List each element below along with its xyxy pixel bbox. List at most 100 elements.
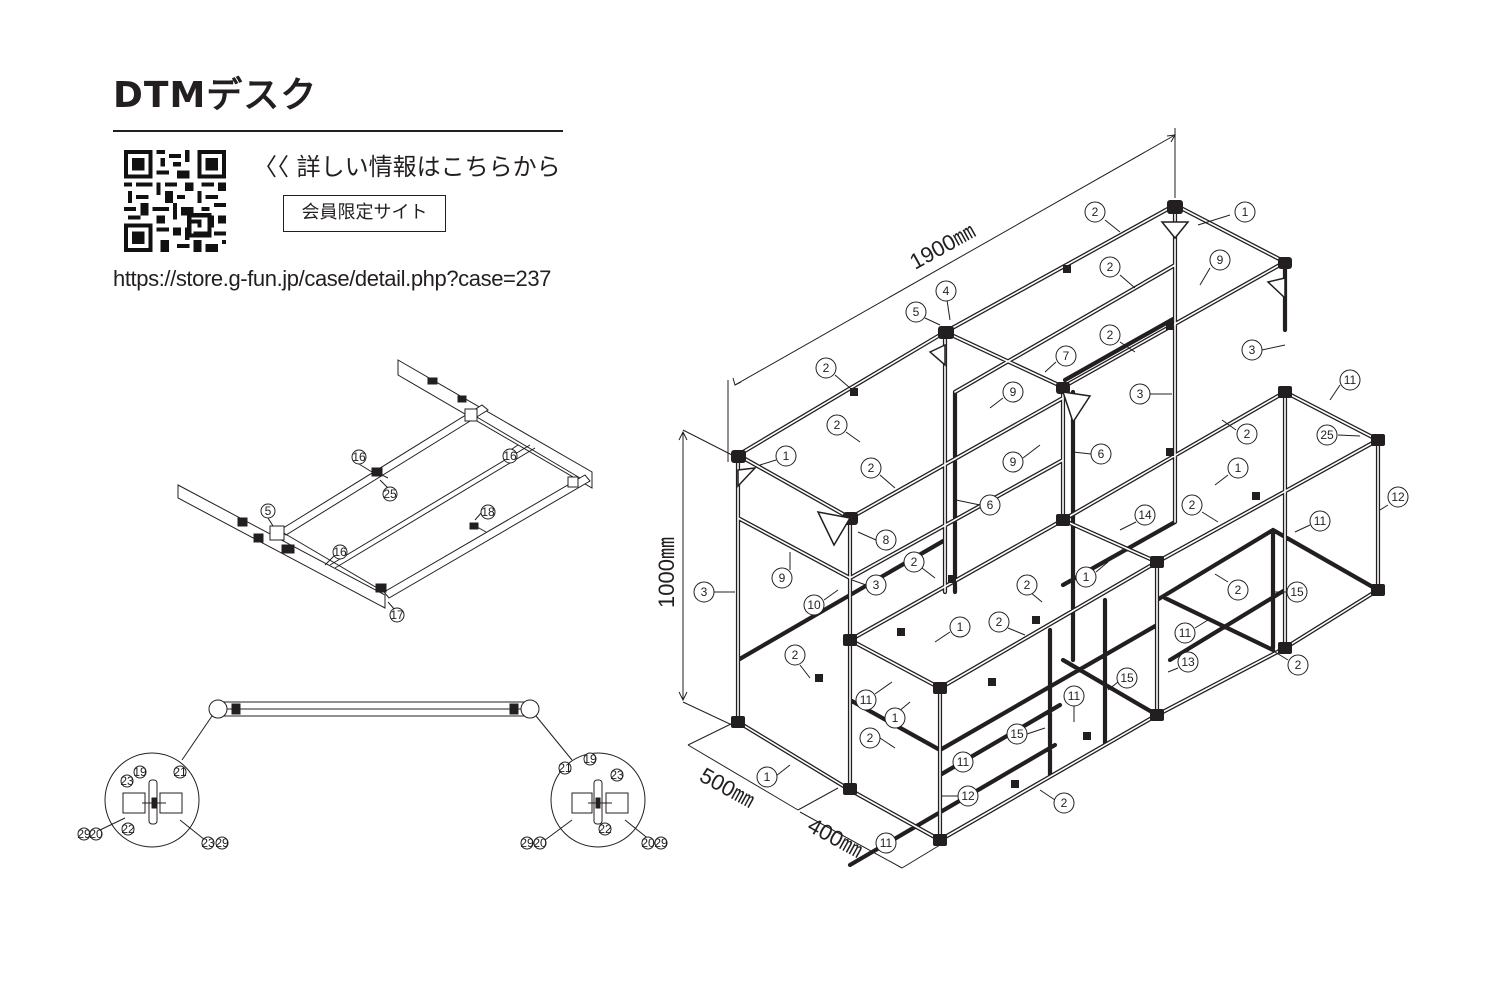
part-number-label: 2: [1024, 578, 1031, 592]
callout-9: 9: [1002, 444, 1041, 473]
callout-2: 2: [815, 357, 851, 389]
callout-22: 22: [121, 822, 135, 836]
part-number-label: 4: [943, 284, 950, 298]
callout-2: 2: [784, 644, 811, 679]
store-url-link[interactable]: https://store.g-fun.jp/case/detail.php?c…: [113, 266, 552, 291]
callout-2: 2: [1181, 494, 1219, 523]
part-number-label: 3: [701, 585, 708, 599]
part-number-label: 25: [383, 487, 397, 501]
callout-11: 11: [952, 751, 974, 773]
part-number-label: 12: [1391, 490, 1405, 504]
part-number-label: 18: [481, 505, 495, 519]
part-number-label: 3: [1249, 343, 1256, 357]
part-number-label: 10: [807, 598, 821, 612]
callout-25: 25: [1316, 424, 1361, 446]
callout-25: 25: [379, 479, 398, 502]
page-title: DTMデスク: [113, 75, 318, 116]
part-number-label: 16: [333, 545, 347, 559]
part-number-label: 21: [558, 761, 572, 775]
callout-1: 1: [884, 701, 911, 729]
part-number-label: 5: [913, 305, 920, 319]
callout-1: 1: [1075, 561, 1109, 588]
part-number-label: 11: [1314, 514, 1327, 528]
callout-29: 29: [215, 836, 229, 850]
part-number-label: 2: [1295, 658, 1302, 672]
callout-5: 5: [905, 301, 941, 326]
part-number-label: 6: [987, 498, 994, 512]
part-number-label: 29: [77, 827, 91, 841]
part-number-label: 20: [89, 827, 103, 841]
part-number-label: 2: [1107, 260, 1114, 274]
callout-9: 9: [989, 381, 1024, 409]
part-number-label: 22: [121, 822, 135, 836]
callout-13: 13: [1167, 651, 1199, 673]
callout-2: 2: [1274, 651, 1309, 676]
part-number-label: 15: [1120, 671, 1134, 685]
dimension-lines: [678, 128, 1176, 869]
part-number-label: 23: [120, 774, 134, 788]
dim-height-label: 1000㎜: [654, 537, 679, 608]
details-link[interactable]: 〈〈 詳しい情報はこちらから: [253, 153, 561, 181]
part-number-label: 29: [215, 836, 229, 850]
callout-3: 3: [1129, 383, 1172, 405]
callout-11: 11: [1063, 685, 1085, 722]
callout-11: 11: [855, 681, 893, 711]
qr-code[interactable]: [124, 150, 226, 252]
part-number-label: 11: [1344, 373, 1357, 387]
callout-11: 11: [1174, 619, 1209, 644]
callout-6: 6: [1072, 443, 1112, 465]
callout-21: 21: [173, 765, 187, 779]
part-number-label: 29: [520, 836, 534, 850]
part-number-label: 29: [654, 836, 668, 850]
callout-3: 3: [693, 581, 735, 603]
part-number-label: 2: [996, 615, 1003, 629]
callout-19: 19: [133, 765, 147, 779]
part-number-label: 23: [610, 768, 624, 782]
callout-12: 12: [1379, 486, 1409, 511]
part-number-label: 2: [834, 418, 841, 432]
callout-4: 4: [935, 280, 957, 321]
part-callouts: 1 2 2 9 2 3 3 5 4 7 2 9 2 1 9 6 2 6 8 2 …: [77, 201, 1409, 854]
part-number-label: 2: [868, 461, 875, 475]
part-number-label: 2: [792, 648, 799, 662]
part-number-label: 11: [1179, 626, 1192, 640]
part-number-label: 17: [390, 608, 404, 622]
callout-8: 8: [857, 529, 897, 551]
dim-depth-rear-label: 400㎜: [804, 813, 867, 863]
part-number-label: 1: [764, 770, 771, 784]
callout-9: 9: [771, 552, 793, 589]
callout-2: 2: [859, 727, 896, 749]
callout-23: 23: [120, 774, 134, 788]
part-number-label: 11: [880, 836, 893, 850]
callout-23: 23: [201, 836, 215, 850]
callout-11: 11: [875, 827, 916, 854]
callout-14: 14: [1119, 504, 1156, 531]
part-number-label: 5: [265, 504, 272, 518]
member-site-button[interactable]: 会員限定サイト: [283, 195, 446, 232]
dim-length-label: 1900㎜: [905, 218, 979, 274]
callout-2: 2: [1099, 256, 1136, 289]
callout-10: 10: [803, 589, 839, 616]
part-number-label: 19: [583, 752, 597, 766]
callout-15: 15: [1275, 581, 1308, 603]
callout-20: 20: [533, 836, 547, 850]
callout-2: 2: [988, 611, 1026, 636]
callout-7: 7: [1044, 345, 1077, 373]
part-number-label: 2: [911, 555, 918, 569]
callout-15: 15: [1006, 723, 1046, 745]
part-number-label: 3: [1137, 387, 1144, 401]
callout-2: 2: [860, 457, 896, 489]
callout-6: 6: [955, 494, 1001, 516]
part-number-label: 20: [533, 836, 547, 850]
part-number-label: 1: [783, 449, 790, 463]
callout-1: 1: [759, 445, 797, 467]
callout-2: 2: [826, 414, 861, 443]
title-divider: [113, 130, 563, 132]
part-number-label: 7: [1063, 349, 1070, 363]
part-number-label: 20: [641, 836, 655, 850]
part-number-label: 2: [1061, 796, 1068, 810]
callout-2: 2: [1099, 324, 1136, 353]
part-number-label: 15: [1010, 727, 1024, 741]
part-number-label: 11: [860, 693, 873, 707]
part-number-label: 2: [1189, 498, 1196, 512]
